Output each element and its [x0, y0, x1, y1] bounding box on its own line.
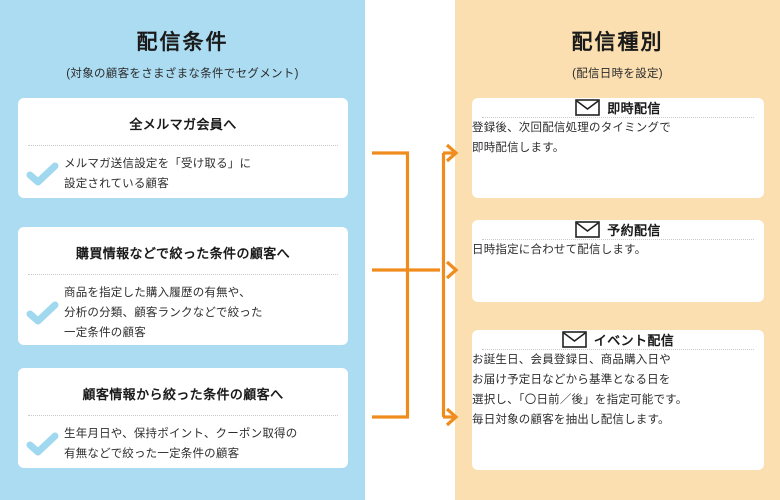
card-divider — [28, 145, 338, 146]
envelope-icon — [575, 221, 600, 238]
card-heading: 顧客情報から絞った条件の顧客へ — [82, 387, 284, 402]
delivery-type-card-event[interactable]: イベント配信 お誕生日、会員登録日、商品購入日や お届け予定日などから基準となる… — [472, 330, 764, 470]
card-description: お誕生日、会員登録日、商品購入日や お届け予定日などから基準となる日を 選択し、… — [472, 350, 687, 431]
description-line: お届け予定日などから基準となる日を — [472, 374, 671, 387]
card-body: 生年月日や、保持ポイント、クーポン取得の 有無などで絞った一定条件の顧客 — [18, 416, 348, 464]
card-description: 生年月日や、保持ポイント、クーポン取得の 有無などで絞った一定条件の顧客 — [64, 424, 297, 464]
card-description: メルマガ送信設定を「受け取る」に 設定されている顧客 — [64, 154, 251, 194]
card-description: 商品を指定した購入履歴の有無や、 分析の分類、顧客ランクなどで絞った 一定条件の… — [64, 283, 263, 343]
card-description: 日時指定に合わせて配信します。 — [472, 240, 646, 260]
envelope-icon — [575, 99, 600, 116]
description-line: お誕生日、会員登録日、商品購入日や — [472, 354, 671, 366]
description-line: 生年月日や、保持ポイント、クーポン取得の — [64, 428, 298, 440]
card-divider — [482, 349, 754, 350]
card-body: メルマガ送信設定を「受け取る」に 設定されている顧客 — [18, 146, 348, 194]
card-heading-row: 即時配信 — [472, 98, 764, 117]
description-line: 一定条件の顧客 — [64, 327, 146, 340]
card-heading: 全メルマガ会員へ — [129, 117, 237, 132]
description-line: 日時指定に合わせて配信します。 — [472, 244, 647, 256]
description-line: 有無などで絞った一定条件の顧客 — [64, 448, 240, 461]
card-divider — [482, 239, 754, 240]
card-heading: 購買情報などで絞った条件の顧客へ — [75, 246, 291, 261]
left-panel-title: 配信条件 — [136, 31, 229, 54]
condition-card-purchase-info[interactable]: 購買情報などで絞った条件の顧客へ 商品を指定した購入履歴の有無や、 分析の分類、… — [18, 227, 348, 345]
card-body: お誕生日、会員登録日、商品購入日や お届け予定日などから基準となる日を 選択し、… — [472, 350, 764, 431]
card-body: 登録後、次回配信処理のタイミングで 即時配信します。 — [472, 118, 764, 158]
description-line: 登録後、次回配信処理のタイミングで — [472, 122, 671, 134]
description-line: 商品を指定した購入履歴の有無や、 — [64, 287, 251, 299]
card-divider — [28, 415, 338, 416]
description-line: 毎日対象の顧客を抽出し配信します。 — [472, 414, 670, 427]
check-icon — [26, 298, 60, 328]
card-divider — [28, 274, 338, 275]
description-line: 即時配信します。 — [472, 142, 565, 155]
left-panel-subtitle: (対象の顧客をさまざまな条件でセグメント) — [66, 68, 299, 80]
check-icon — [26, 429, 60, 459]
condition-card-all-members[interactable]: 全メルマガ会員へ メルマガ送信設定を「受け取る」に 設定されている顧客 — [18, 98, 348, 198]
card-heading: 即時配信 — [607, 101, 661, 116]
description-line: 設定されている顧客 — [64, 178, 169, 191]
card-divider — [482, 117, 754, 118]
card-body: 日時指定に合わせて配信します。 — [472, 240, 764, 260]
description-line: 分析の分類、顧客ランクなどで絞った — [64, 307, 263, 320]
right-panel-subtitle: (配信日時を設定) — [572, 68, 663, 80]
arrowhead-top — [445, 143, 459, 163]
description-line: 選択し、「〇日前／後」を指定可能です。 — [472, 394, 688, 407]
card-heading: イベント配信 — [593, 333, 675, 348]
check-icon — [26, 159, 60, 189]
card-heading-row: イベント配信 — [472, 330, 764, 349]
condition-card-customer-info[interactable]: 顧客情報から絞った条件の顧客へ 生年月日や、保持ポイント、クーポン取得の 有無な… — [18, 368, 348, 468]
card-description: 登録後、次回配信処理のタイミングで 即時配信します。 — [472, 118, 671, 158]
arrowhead-bottom — [445, 407, 459, 427]
card-heading: 予約配信 — [607, 223, 661, 238]
envelope-icon — [561, 331, 587, 348]
card-body: 商品を指定した購入履歴の有無や、 分析の分類、顧客ランクなどで絞った 一定条件の… — [18, 275, 348, 343]
description-line: メルマガ送信設定を「受け取る」に — [64, 158, 252, 170]
right-panel-title: 配信種別 — [571, 31, 664, 54]
delivery-type-card-immediate[interactable]: 即時配信 登録後、次回配信処理のタイミングで 即時配信します。 — [472, 98, 764, 198]
card-heading-row: 予約配信 — [472, 220, 764, 239]
delivery-type-card-scheduled[interactable]: 予約配信 日時指定に合わせて配信します。 — [472, 220, 764, 302]
arrowhead-middle — [445, 260, 459, 280]
